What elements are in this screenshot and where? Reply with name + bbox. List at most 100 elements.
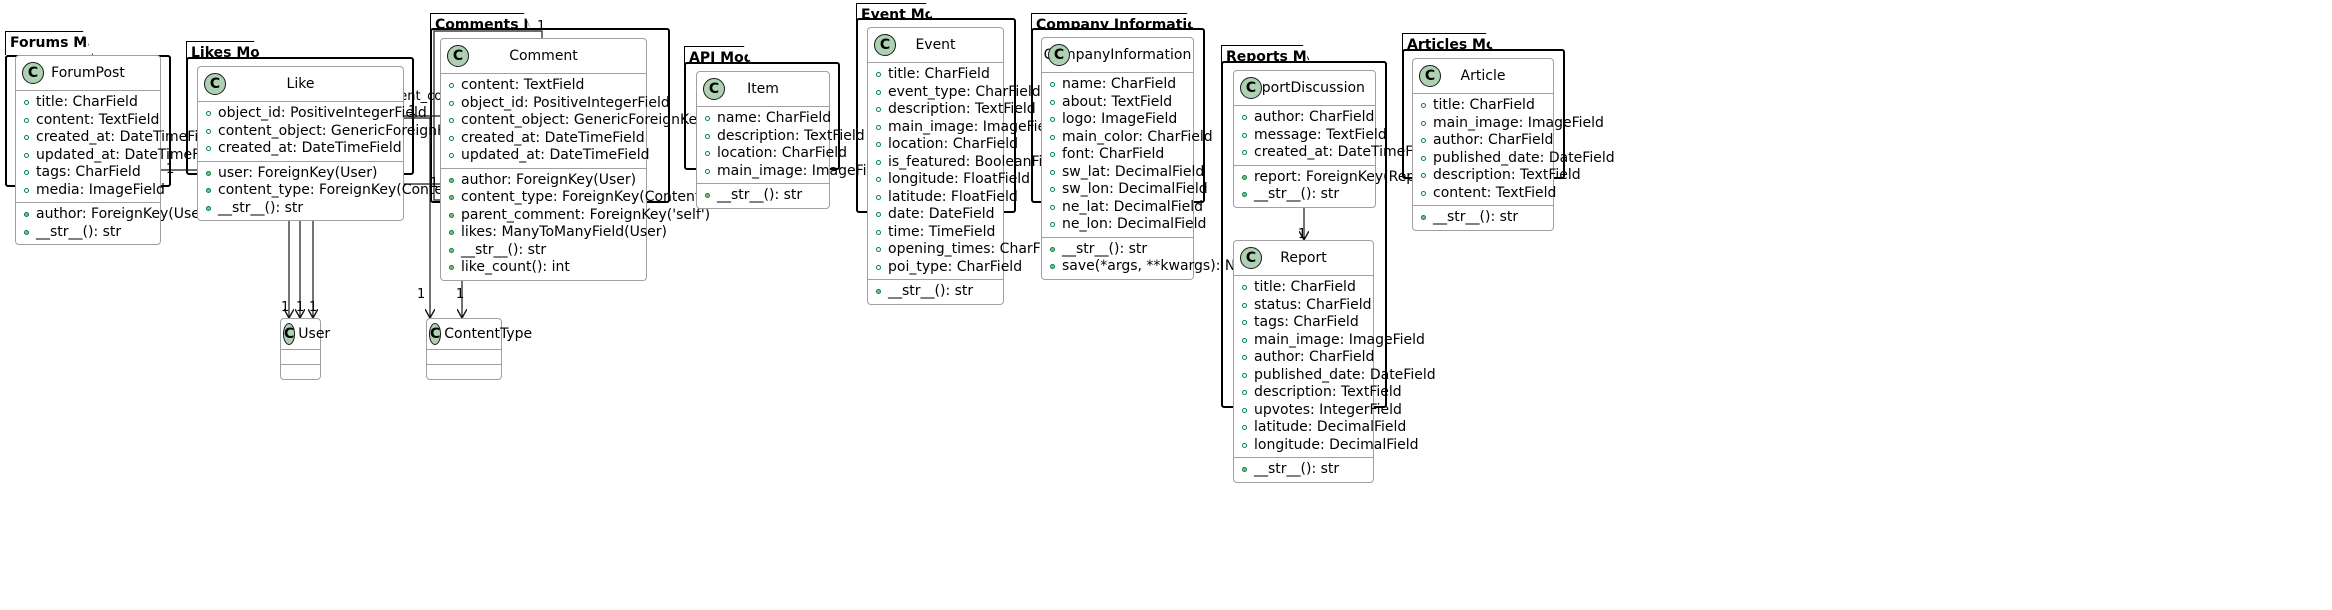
class-name: Report (1280, 250, 1327, 266)
class-methods-section: user: ForeignKey(User)content_type: Fore… (198, 160, 495, 221)
class-field: longitude: DecimalField (1234, 437, 1419, 455)
class-field: author: CharField (1413, 132, 1553, 150)
class-field: about: TextField (1042, 94, 1193, 112)
class-stereotype-icon: C (22, 62, 44, 84)
class-field: description: TextField (1413, 167, 1581, 185)
class-field: location: CharField (868, 136, 1018, 154)
class-stereotype-icon: C (1419, 65, 1441, 87)
class-method: __str__(): str (868, 283, 1003, 301)
class-field: main_image: ImageField (1413, 115, 1604, 133)
class-field: main_image: ImageField (697, 163, 888, 181)
class-field: published_date: DateField (1413, 150, 1615, 168)
class-method: author: ForeignKey(User) (16, 206, 211, 224)
class-stereotype-icon: C (204, 73, 226, 95)
mult-contenttype-1: 1 (417, 287, 426, 302)
class-field: title: CharField (1234, 279, 1373, 297)
class-field: longitude: FloatField (868, 171, 1030, 189)
class-stereotype-icon: C (1240, 77, 1262, 99)
class-method: content_type: ForeignKey(ContentType) (198, 182, 495, 200)
class-field: sw_lat: DecimalField (1042, 164, 1204, 182)
class-field: content: TextField (441, 77, 646, 95)
class-field: status: CharField (1234, 297, 1373, 315)
class-field: sw_lon: DecimalField (1042, 181, 1208, 199)
edge-like-contenttype (404, 117, 430, 318)
class-field: content: TextField (1413, 185, 1556, 203)
class-methods-section (427, 364, 501, 379)
class-methods-section: __str__(): str (1234, 457, 1373, 482)
class-field: title: CharField (16, 94, 160, 112)
class-field: opening_times: CharField (868, 241, 1065, 259)
class-method: user: ForeignKey(User) (198, 165, 403, 183)
class-field: latitude: DecimalField (1234, 419, 1406, 437)
class-method: author: ForeignKey(User) (441, 172, 646, 190)
class-name: ReportDiscussion (1244, 80, 1365, 96)
class-field: created_at: DateTimeField (1234, 144, 1438, 162)
class-field: logo: ImageField (1042, 111, 1193, 129)
class-field: event_type: CharField (868, 84, 1041, 102)
class-field: date: DateField (868, 206, 1003, 224)
class-methods-section: __str__(): str (697, 183, 829, 208)
class-field: tags: CharField (16, 164, 160, 182)
class-method: parent_comment: ForeignKey('self') (441, 207, 710, 225)
class-method: __str__(): str (1042, 241, 1193, 259)
class-method: likes: ManyToManyField(User) (441, 224, 667, 242)
class-stereotype-icon: C (447, 45, 469, 67)
class-name: ContentType (444, 326, 533, 342)
class-field: latitude: FloatField (868, 189, 1018, 207)
class-method: report: ForeignKey(Report) (1234, 169, 1440, 187)
class-field: name: CharField (1042, 76, 1193, 94)
mult-report-end: 1 (1298, 227, 1307, 242)
class-field: upvotes: IntegerField (1234, 402, 1402, 420)
mult-user-1: 1 (281, 300, 290, 315)
class-stereotype-icon: C (429, 323, 442, 345)
class-name: Like (286, 76, 315, 92)
class-name: Article (1460, 68, 1506, 84)
class-field: updated_at: DateTimeField (16, 147, 225, 165)
class-name: Comment (509, 48, 578, 64)
class-field: name: CharField (697, 110, 831, 128)
class-name: CompanyInformation (1043, 47, 1192, 63)
class-method: __str__(): str (441, 242, 646, 260)
class-name: Item (747, 81, 779, 97)
class-field: ne_lat: DecimalField (1042, 199, 1203, 217)
class-field: content_object: GenericForeignKey (198, 123, 462, 141)
class-field: object_id: PositiveIntegerField (198, 105, 427, 123)
class-field: description: TextField (868, 101, 1036, 119)
class-methods-section: report: ForeignKey(Report)__str__(): str (1234, 164, 1440, 207)
class-field: is_featured: BooleanField (868, 154, 1064, 172)
class-field: title: CharField (1413, 97, 1553, 115)
class-header: C Article (1413, 59, 1553, 94)
class-field: location: CharField (697, 145, 847, 163)
class-fields-section (427, 350, 501, 364)
class-method: like_count(): int (441, 259, 646, 277)
class-fields-section (281, 350, 320, 364)
class-field: author: CharField (1234, 349, 1374, 367)
class-field: time: TimeField (868, 224, 1003, 242)
class-field: description: TextField (697, 128, 865, 146)
class-methods-section: __str__(): str (1413, 205, 1553, 230)
